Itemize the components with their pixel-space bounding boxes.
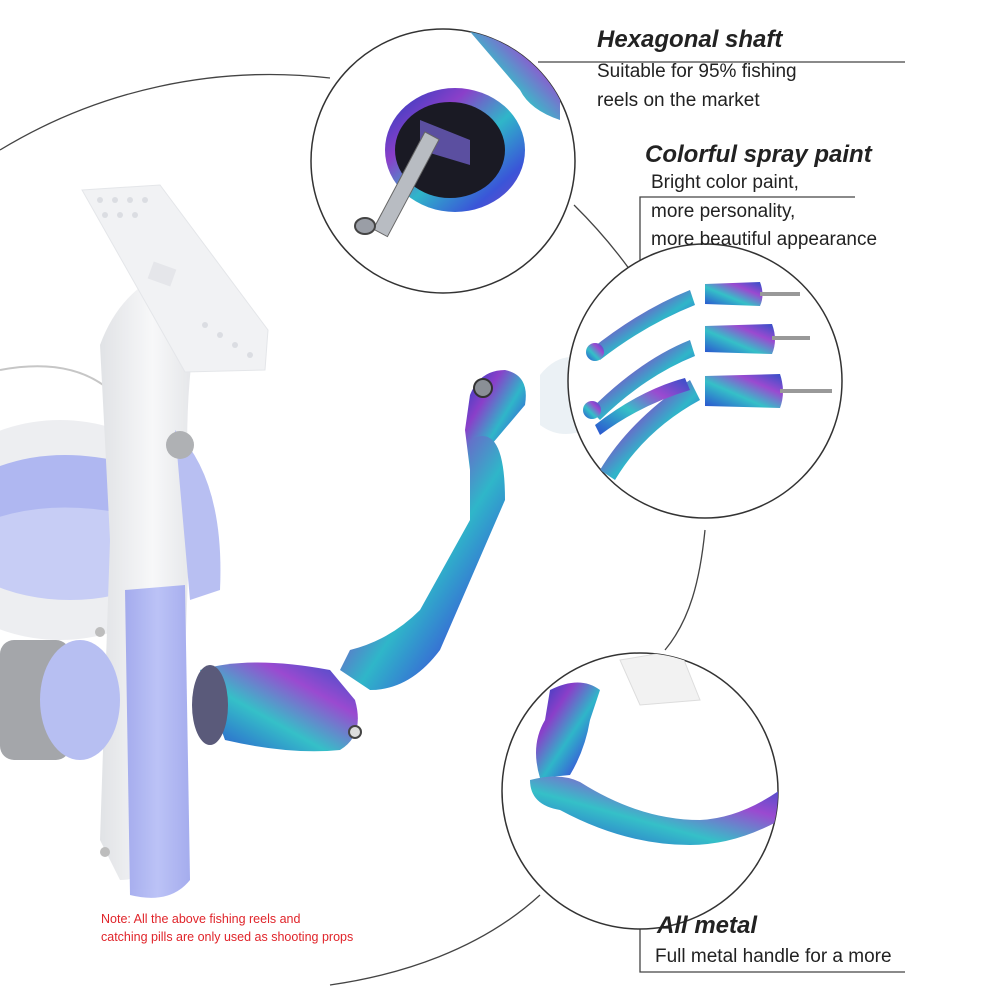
- feature-line: Bright color paint,: [651, 172, 799, 193]
- feature-title-hexagonal-shaft: Hexagonal shaft: [597, 26, 783, 53]
- disclaimer-note: catching pills are only used as shooting…: [101, 930, 354, 944]
- reel-handle: [192, 357, 585, 752]
- detail-circle-all-metal: [501, 652, 779, 930]
- feature-line: more beautiful appearance: [651, 229, 878, 250]
- disclaimer-note: Note: All the above fishing reels and: [101, 912, 301, 926]
- detail-circle-hexagonal-shaft: [310, 28, 576, 294]
- feature-title-colorful-spray-paint: Colorful spray paint: [645, 141, 872, 168]
- feature-line: reels on the market: [597, 90, 760, 111]
- feature-title-all-metal: All metal: [657, 912, 758, 939]
- feature-line: more personality,: [651, 201, 796, 222]
- background-arc: [0, 73, 706, 986]
- fishing-reel: [0, 184, 269, 898]
- feature-line: Suitable for 95% fishing: [597, 61, 797, 82]
- detail-circle-colorful-paint: [567, 243, 843, 519]
- feature-line: Full metal handle for a more: [655, 946, 892, 967]
